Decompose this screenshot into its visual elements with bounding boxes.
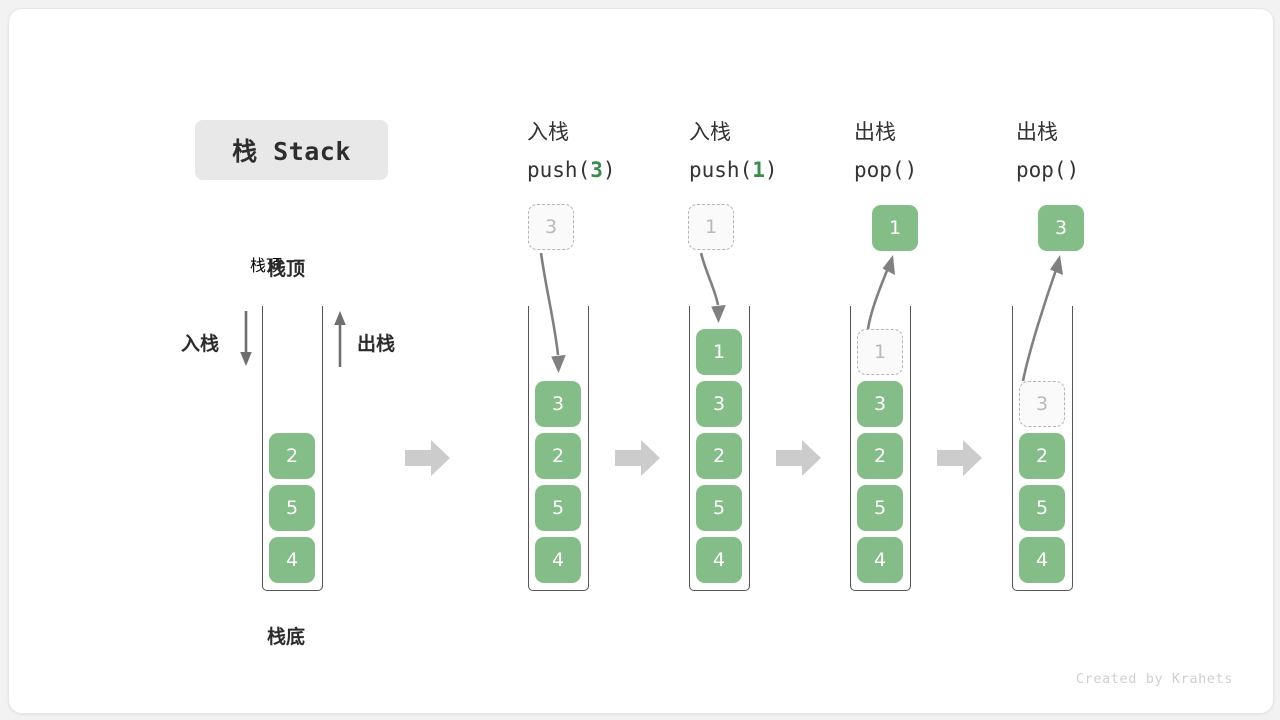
pop-curve-arrow-icon <box>1021 255 1063 382</box>
push-down-arrow-icon <box>240 311 252 366</box>
label-stack-top: 栈顶 <box>267 258 306 280</box>
stack-cell: 4 <box>1019 537 1065 583</box>
stack-cell: 2 <box>535 433 581 479</box>
stack-cell: 5 <box>269 485 315 531</box>
floating-ghost-cell: 1 <box>688 204 734 250</box>
stack-cell: 4 <box>269 537 315 583</box>
column-head-code-pop1: pop() <box>854 151 917 189</box>
stack-cell: 3 <box>857 381 903 427</box>
label-pop-right: 出栈 <box>357 333 396 355</box>
stack-cell: 3 <box>535 381 581 427</box>
code-pre: push( <box>689 158 753 182</box>
stack-cell: 5 <box>1019 485 1065 531</box>
code-pre: pop( <box>854 158 905 182</box>
stack-cell: 4 <box>857 537 903 583</box>
stack-container-push1 <box>689 306 750 591</box>
stack-cell: 2 <box>269 433 315 479</box>
step-arrow-icon <box>405 440 450 476</box>
code-arg: 1 <box>752 158 765 182</box>
stack-cell: 4 <box>535 537 581 583</box>
label-push-left: 入栈 <box>181 333 220 355</box>
stack-container-pop3 <box>1012 306 1073 591</box>
stack-cell-ghost: 1 <box>857 329 903 375</box>
step-arrow-icon <box>615 440 660 476</box>
title-badge: 栈 Stack <box>195 120 388 180</box>
label-stack-bottom: 栈底 <box>267 626 306 648</box>
floating-popped-cell: 1 <box>872 205 918 251</box>
stack-cell: 2 <box>857 433 903 479</box>
pop-curve-arrow-icon <box>866 255 895 330</box>
stack-cell: 1 <box>696 329 742 375</box>
push-curve-arrow-icon <box>539 252 566 373</box>
code-post: ) <box>1066 158 1080 182</box>
step-arrow-icon <box>776 440 821 476</box>
code-post: ) <box>904 158 918 182</box>
stack-container-push3 <box>528 306 589 591</box>
stack-cell: 5 <box>696 485 742 531</box>
code-pre: pop( <box>1016 158 1067 182</box>
diagram-card: 栈 Stack 栈顶 0; 栈顶 入栈 出栈 2 5 4 栈底 入栈 push(… <box>8 8 1274 714</box>
title-text: 栈 Stack <box>232 137 351 166</box>
column-head-cjk-pop1: 出栈 <box>854 120 896 144</box>
stack-cell-ghost: 3 <box>1019 381 1065 427</box>
stack-container-initial <box>262 306 323 591</box>
stack-cell: 4 <box>696 537 742 583</box>
step-arrow-icon <box>937 440 982 476</box>
column-head-cjk-pop3: 出栈 <box>1016 120 1058 144</box>
stack-cell: 3 <box>696 381 742 427</box>
code-pre: push( <box>527 158 591 182</box>
stack-top-label: 栈顶 <box>250 256 283 275</box>
column-head-code-push1: push(1) <box>689 151 778 189</box>
stack-cell: 5 <box>857 485 903 531</box>
code-post: ) <box>764 158 778 182</box>
stack-cell: 2 <box>696 433 742 479</box>
column-head-cjk-push3: 入栈 <box>527 120 569 144</box>
column-head-code-push3: push(3) <box>527 151 616 189</box>
column-head-cjk-push1: 入栈 <box>689 120 731 144</box>
credit-text: Created by Krahets <box>1075 671 1233 687</box>
floating-popped-cell: 3 <box>1038 205 1084 251</box>
stack-container-pop1 <box>850 306 911 591</box>
pop-up-arrow-icon <box>334 311 346 367</box>
column-head-code-pop3: pop() <box>1016 151 1079 189</box>
stack-cell: 5 <box>535 485 581 531</box>
stack-cell: 2 <box>1019 433 1065 479</box>
floating-ghost-cell: 3 <box>528 204 574 250</box>
push-curve-arrow-icon <box>699 252 726 323</box>
code-arg: 3 <box>590 158 603 182</box>
code-post: ) <box>602 158 616 182</box>
